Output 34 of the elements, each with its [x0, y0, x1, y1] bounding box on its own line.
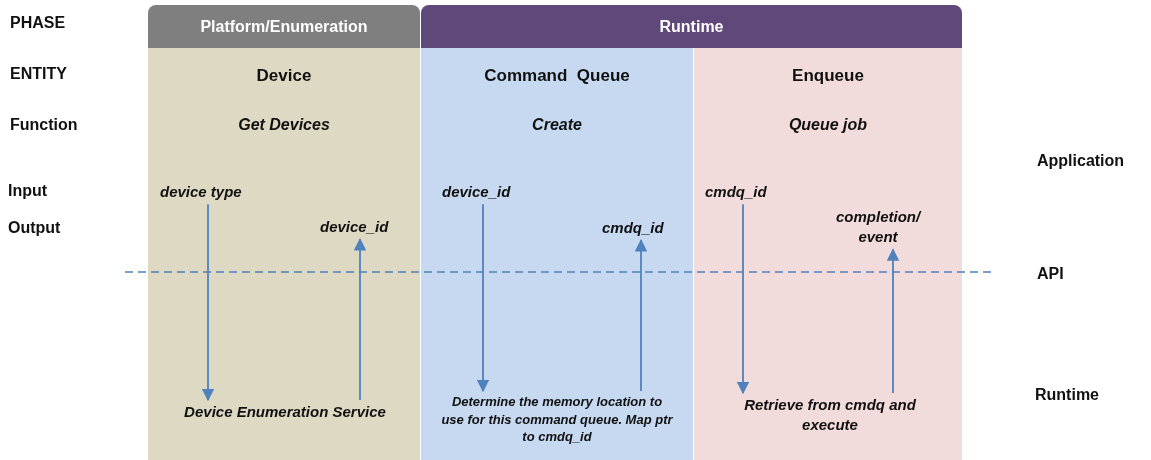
row-label: Application — [1037, 152, 1125, 170]
column-heading: Device — [255, 66, 313, 86]
row-label: ENTITY — [10, 65, 67, 83]
io-label: completion/ event — [836, 207, 920, 248]
row-label: Function — [10, 116, 78, 134]
phase-header: Runtime — [421, 5, 962, 48]
io-label: Device Enumeration Service — [160, 402, 410, 423]
column-panel — [148, 48, 420, 460]
column-heading: Command Queue — [483, 66, 631, 86]
io-label: cmdq_id — [705, 182, 783, 203]
io-label: device_id — [442, 182, 524, 203]
io-label: device type — [160, 182, 260, 203]
arrow — [634, 239, 648, 392]
io-label: cmdq_id — [602, 218, 680, 239]
column-panel — [421, 48, 693, 460]
io-label: Determine the memory location to use for this command queue. Map ptr to cmdq_id — [441, 393, 673, 446]
io-label: Retrieve from cmdq and execute — [730, 395, 930, 436]
function-label: Create — [531, 116, 583, 134]
arrow — [201, 203, 215, 402]
row-label: API — [1037, 265, 1064, 283]
row-label: PHASE — [10, 14, 66, 32]
arrow — [476, 203, 490, 393]
column-heading: Enqueue — [791, 66, 865, 86]
arrow — [886, 248, 900, 394]
arrow — [736, 203, 750, 395]
row-label: Runtime — [1035, 386, 1099, 404]
column-panel — [694, 48, 962, 460]
io-label: device_id — [320, 217, 392, 238]
row-label: Output — [8, 219, 61, 237]
row-label: Input — [8, 182, 48, 200]
phase-header: Platform/Enumeration — [148, 5, 420, 48]
function-label: Get Devices — [237, 116, 331, 134]
arrow — [353, 238, 367, 401]
function-label: Queue job — [787, 116, 869, 134]
